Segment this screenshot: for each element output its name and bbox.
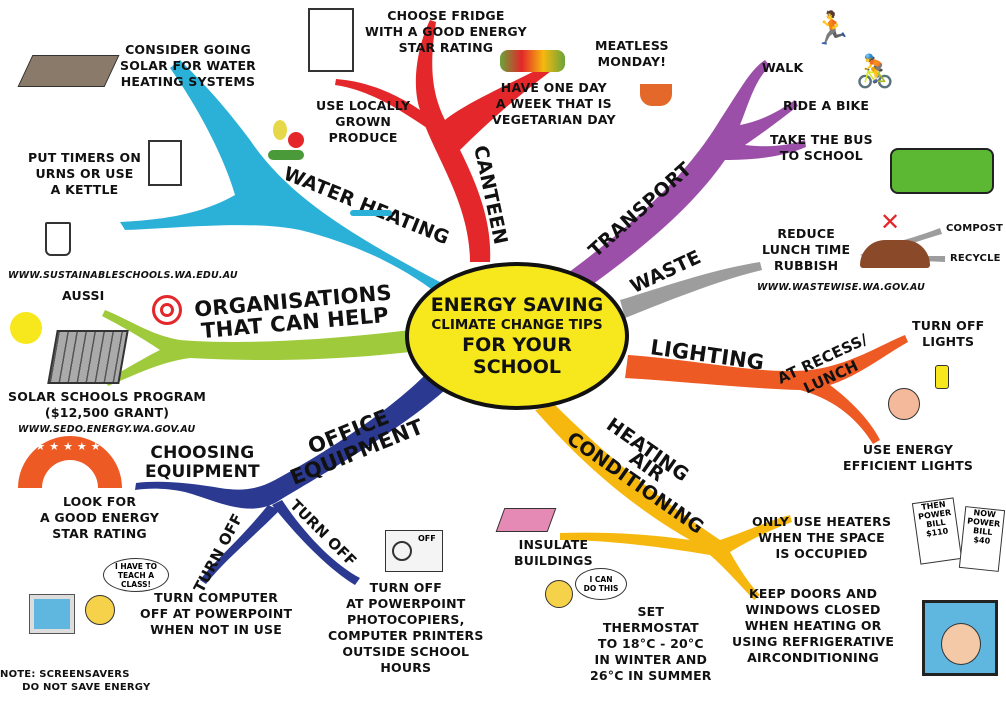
switch-off-label: OFF bbox=[418, 534, 436, 543]
power-point-icon: OFF bbox=[385, 530, 443, 572]
url-wastewise: WWW.WASTEWISE.WA.GOV.AU bbox=[757, 282, 926, 293]
window-icon bbox=[922, 600, 998, 676]
tip-turn-off-computer: TURN COMPUTER OFF AT POWERPOINT WHEN NOT… bbox=[140, 590, 293, 637]
tip-reduce-rubbish: REDUCE LUNCH TIME RUBBISH bbox=[762, 226, 851, 273]
rubbish-pile-icon bbox=[860, 240, 930, 268]
power-bill-then: THEN POWER BILL $110 bbox=[911, 497, 963, 565]
tip-timers: PUT TIMERS ON URNS OR USE A KETTLE bbox=[28, 150, 142, 197]
org-solar-schools-program: SOLAR SCHOOLS PROGRAM ($12,500 GRANT) bbox=[8, 389, 207, 420]
speech-bubble-teach-class: I HAVE TO TEACH A CLASS! bbox=[103, 558, 169, 592]
url-sedo: WWW.SEDO.ENERGY.WA.GOV.AU bbox=[18, 424, 196, 435]
tip-insulate: INSULATE BUILDINGS bbox=[514, 537, 593, 568]
tip-fridge: CHOOSE FRIDGE WITH A GOOD ENERGY STAR RA… bbox=[365, 8, 527, 55]
tip-vegetarian-day: HAVE ONE DAY A WEEK THAT IS VEGETARIAN D… bbox=[492, 80, 616, 127]
branch-canteen-left bbox=[335, 79, 440, 130]
walking-person-icon: 🏃 bbox=[812, 9, 852, 47]
fruit-bowl-icon bbox=[640, 84, 672, 106]
tip-bike: RIDE A BIKE bbox=[783, 98, 870, 113]
bicycle-icon: 🚴 bbox=[855, 52, 895, 90]
tip-star-rating: LOOK FOR A GOOD ENERGY STAR RATING bbox=[40, 494, 160, 541]
light-bulb-icon bbox=[935, 365, 949, 389]
tip-bus: TAKE THE BUS TO SCHOOL bbox=[770, 132, 873, 163]
branch-office-equipment bbox=[135, 375, 445, 509]
target-icon bbox=[152, 295, 182, 325]
bus-icon bbox=[890, 148, 994, 194]
urn-icon bbox=[148, 140, 182, 186]
teacher-icon bbox=[85, 595, 115, 625]
power-bill-now: NOW POWER BILL $40 bbox=[958, 506, 1006, 572]
branch-lighting bbox=[625, 335, 908, 444]
speech-bubble-i-can-do-this: I CAN DO THIS bbox=[575, 568, 627, 600]
branch-water-heating bbox=[120, 60, 455, 300]
center-line-1: ENERGY SAVING bbox=[430, 294, 604, 316]
tip-compost: COMPOST bbox=[946, 223, 1004, 234]
branch-transport bbox=[565, 60, 806, 290]
sun-icon bbox=[10, 312, 42, 344]
tip-local-produce: USE LOCALLY GROWN PRODUCE bbox=[316, 98, 411, 145]
insulation-icon bbox=[495, 508, 557, 532]
branch-canteen bbox=[415, 20, 558, 262]
center-line-3: FOR YOUR SCHOOL bbox=[462, 334, 572, 378]
branch-turn-off-left bbox=[200, 505, 280, 584]
student-icon bbox=[545, 580, 573, 608]
center-line-2: CLIMATE CHANGE TIPS bbox=[431, 317, 603, 333]
url-sustainable-schools: WWW.SUSTAINABLESCHOOLS.WA.EDU.AU bbox=[8, 270, 238, 281]
produce-icon bbox=[268, 120, 308, 165]
tip-turn-off-lights: TURN OFF LIGHTS bbox=[912, 318, 985, 349]
tip-turn-off-photocopiers: TURN OFF AT POWERPOINT PHOTOCOPIERS, COM… bbox=[328, 580, 484, 675]
note-screensavers: NOTE: SCREENSAVERS DO NOT SAVE ENERGY bbox=[0, 669, 151, 693]
tip-meatless-monday: MEATLESS MONDAY! bbox=[595, 38, 669, 69]
label-choosing-equipment: CHOOSING EQUIPMENT bbox=[145, 443, 260, 482]
tip-heaters-occupied: ONLY USE HEATERS WHEN THE SPACE IS OCCUP… bbox=[752, 514, 892, 561]
central-topic: ENERGY SAVING CLIMATE CHANGE TIPS FOR YO… bbox=[405, 262, 629, 410]
branch-waste bbox=[620, 262, 762, 318]
tip-doors-windows: KEEP DOORS AND WINDOWS CLOSED WHEN HEATI… bbox=[732, 586, 895, 665]
branch-heating-ac bbox=[535, 405, 792, 600]
org-aussi: AUSSI bbox=[62, 288, 105, 303]
tip-solar-water: CONSIDER GOING SOLAR FOR WATER HEATING S… bbox=[120, 42, 257, 89]
star-rating-icon: ★★★★★ bbox=[18, 436, 122, 488]
water-icon bbox=[350, 210, 392, 216]
branch-organisations bbox=[102, 310, 410, 386]
tip-efficient-lights: USE ENERGY EFFICIENT LIGHTS bbox=[843, 442, 974, 473]
solar-mat-icon bbox=[17, 55, 120, 87]
person-icon bbox=[888, 388, 920, 420]
tip-recycle: RECYCLE bbox=[950, 253, 1001, 264]
tip-thermostat: SET THERMOSTAT TO 18°C - 20°C IN WINTER … bbox=[590, 604, 712, 683]
fridge-icon bbox=[308, 8, 354, 72]
solar-panel-icon bbox=[47, 330, 129, 384]
kettle-icon bbox=[45, 222, 71, 256]
computer-icon bbox=[29, 594, 75, 634]
vegetables-icon bbox=[500, 50, 565, 72]
cross-icon: ✕ bbox=[880, 208, 901, 236]
tip-walk: WALK bbox=[762, 60, 804, 75]
branch-turn-off-right bbox=[272, 500, 360, 585]
